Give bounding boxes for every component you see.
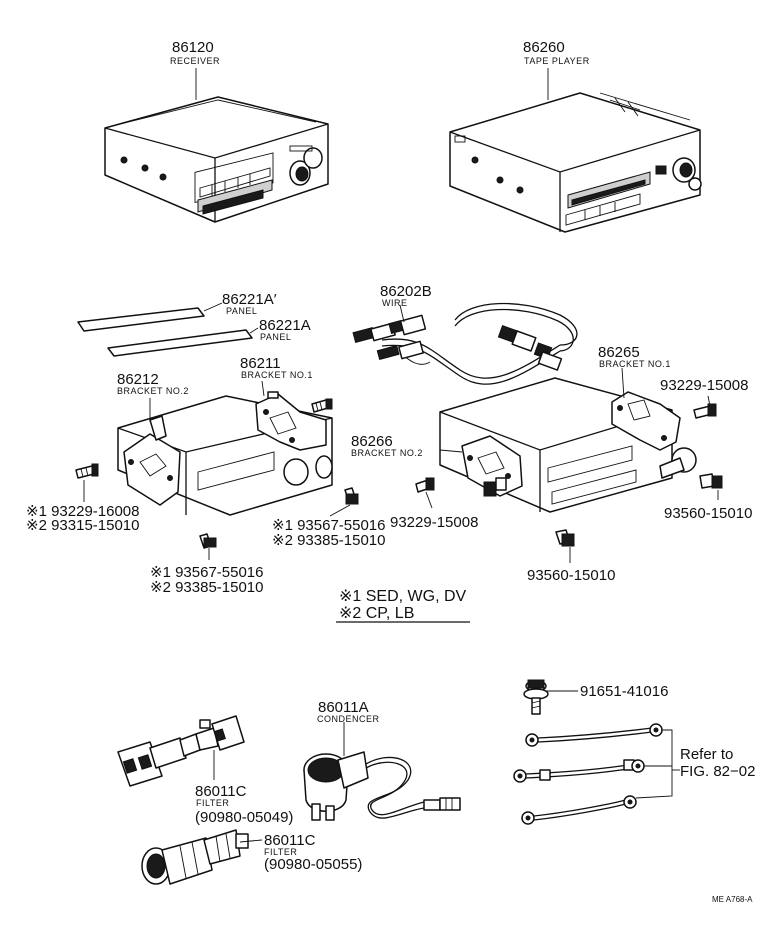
- screw-mid-2: ※2 93385-15010: [272, 532, 386, 549]
- bracket-no2-right-number: 86266: [351, 433, 393, 450]
- receiver-number: 86120: [172, 39, 214, 56]
- filter-1-drawing: [117, 715, 245, 787]
- wire-number: 86202B: [380, 283, 432, 300]
- bolt-label: 91651-41016: [580, 683, 668, 700]
- tape-player-drawing: [449, 92, 702, 233]
- screw-left-top: [311, 398, 333, 413]
- filter-1-number: 86011C: [195, 783, 247, 800]
- bracket-no1-right-name: BRACKET NO.1: [599, 359, 671, 369]
- screw-left-1: ※1 93229-16008: [26, 503, 140, 520]
- panel-a-prime-drawing: [77, 307, 205, 332]
- bolt-drawing: [523, 679, 549, 715]
- legend-line-2: ※2 CP, LB: [339, 605, 414, 622]
- left-bracket-assembly: [117, 391, 333, 516]
- panel-a-leader: [249, 327, 259, 334]
- filter-2-name: FILTER: [264, 847, 297, 857]
- bracket-no1-right-leader: [621, 367, 625, 399]
- condencer-drawing: [303, 751, 461, 821]
- panel-a-prime-leader: [203, 302, 223, 312]
- panel-a-number: 86221A: [259, 317, 311, 334]
- wire-drawing: [352, 302, 578, 385]
- screw-right-bottom: [555, 529, 575, 547]
- filter-2-drawing: [141, 829, 249, 885]
- screw-right-front-label: 93229-15008: [390, 514, 478, 531]
- screw-right-side: [699, 473, 723, 489]
- refer-bracket: [635, 729, 680, 799]
- ground-strap-3: [521, 795, 637, 825]
- tape-player-number: 86260: [523, 39, 565, 56]
- screw-right-top-leader: [707, 395, 711, 407]
- screw-low: [199, 533, 217, 549]
- receiver-drawing: [104, 96, 329, 223]
- screw-low-2: ※2 93385-15010: [150, 579, 264, 596]
- condencer-number: 86011A: [318, 699, 369, 716]
- screw-right-side-label: 93560-15010: [664, 505, 752, 522]
- receiver-name: RECEIVER: [170, 56, 220, 66]
- bracket-no2-left-number: 86212: [117, 371, 159, 388]
- legend-line-1: ※1 SED, WG, DV: [339, 588, 467, 605]
- figure-code: ME A768-A: [712, 895, 753, 904]
- bracket-no2-left-name: BRACKET NO.2: [117, 386, 189, 396]
- refer-line-2: FIG. 82−02: [680, 763, 755, 780]
- wire-name: WIRE: [382, 298, 408, 308]
- filter-2-code: (90980-05055): [264, 856, 362, 873]
- bracket-no1-left-leader: [261, 380, 265, 397]
- screw-low-1: ※1 93567-55016: [150, 564, 264, 581]
- panel-a-name: PANEL: [260, 332, 291, 342]
- screw-right-top: [693, 403, 717, 419]
- screw-mid-1: ※1 93567-55016: [272, 517, 386, 534]
- panel-a-prime-number: 86221A′: [222, 291, 277, 308]
- screw-left-2: ※2 93315-15010: [26, 517, 140, 534]
- panel-a-drawing: [107, 329, 253, 357]
- screw-mid: [344, 487, 359, 505]
- screw-mid-leader: [329, 504, 351, 517]
- filter-1-name: FILTER: [196, 798, 229, 808]
- screw-right-front-leader: [425, 491, 433, 509]
- ground-strap-2: [513, 759, 645, 783]
- bracket-no1-left-name: BRACKET NO.1: [241, 370, 313, 380]
- condencer-name: CONDENCER: [317, 714, 380, 724]
- right-bracket-assembly: [439, 377, 697, 513]
- tape-player-name: TAPE PLAYER: [524, 56, 590, 66]
- bracket-no1-left-number: 86211: [240, 355, 281, 372]
- bracket-no1-right-number: 86265: [598, 344, 640, 361]
- wire-leader: [399, 304, 405, 323]
- screw-left-side: [75, 463, 99, 479]
- filter-2-number: 86011C: [264, 832, 316, 849]
- panel-a-prime-name: PANEL: [226, 306, 257, 316]
- filter-2-leader: [239, 839, 263, 843]
- filter-1-code: (90980-05049): [195, 809, 293, 826]
- bracket-no2-right-name: BRACKET NO.2: [351, 448, 423, 458]
- refer-line-1: Refer to: [680, 746, 733, 763]
- ground-strap-1: [525, 723, 663, 747]
- screw-right-front: [415, 477, 435, 493]
- screw-right-bottom-label: 93560-15010: [527, 567, 615, 584]
- bracket-no2-right-leader: [439, 449, 463, 453]
- screw-right-top-label: 93229-15008: [660, 377, 748, 394]
